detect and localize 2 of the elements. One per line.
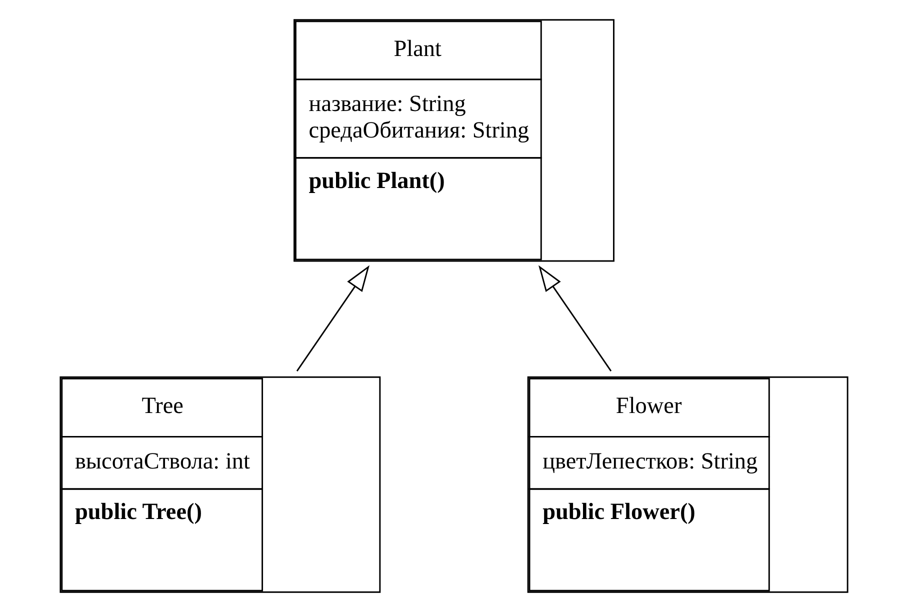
arrow bbox=[296, 265, 370, 372]
arrow bbox=[538, 265, 612, 372]
